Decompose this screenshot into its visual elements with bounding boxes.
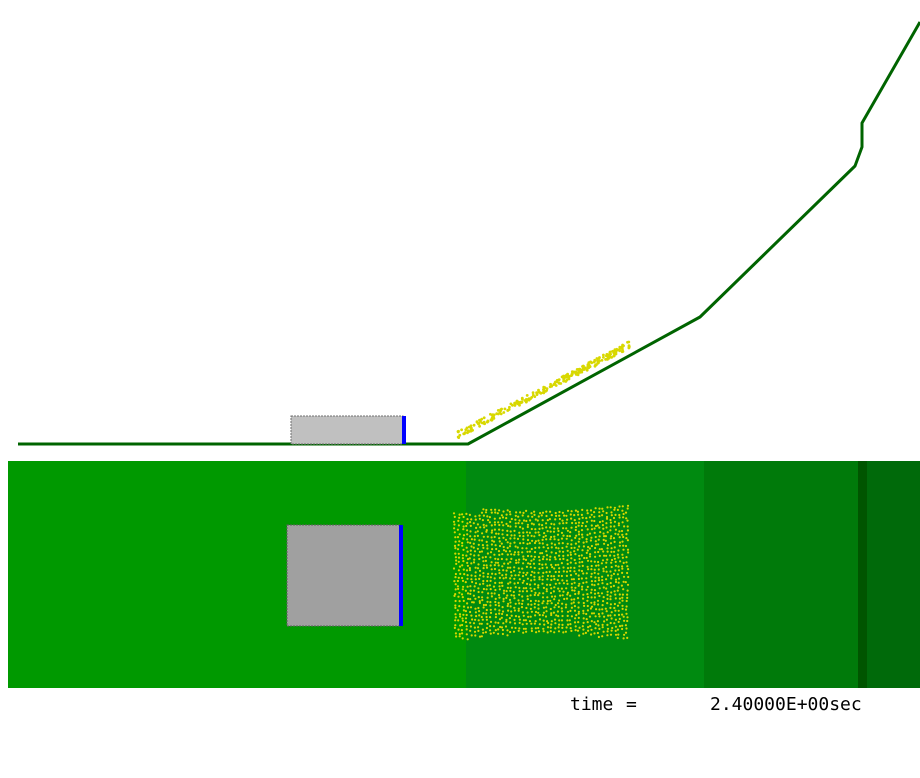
sliding-block-plan bbox=[286, 524, 403, 627]
plan-view bbox=[8, 461, 920, 688]
time-value: 2.40000E+00sec bbox=[710, 694, 862, 715]
sliding-block-side bbox=[290, 415, 406, 445]
simulation-viewport bbox=[8, 21, 920, 688]
time-label: time bbox=[570, 694, 614, 715]
debris-particles-side bbox=[456, 340, 631, 439]
time-separator: = bbox=[626, 694, 637, 715]
plan-slope-zone-3 bbox=[858, 461, 867, 688]
block-front-face-plan bbox=[399, 525, 403, 626]
debris-particles-plan bbox=[452, 504, 630, 641]
time-readout: time = 2.40000E+00sec bbox=[560, 694, 920, 720]
terrain-profile-line bbox=[18, 21, 920, 446]
block-body-side bbox=[290, 415, 404, 445]
plan-slope-zone-4 bbox=[867, 461, 920, 688]
side-view bbox=[18, 21, 920, 446]
block-front-face-side bbox=[402, 416, 406, 444]
block-body-plan bbox=[286, 524, 402, 627]
plan-slope-zone-2 bbox=[704, 461, 858, 688]
